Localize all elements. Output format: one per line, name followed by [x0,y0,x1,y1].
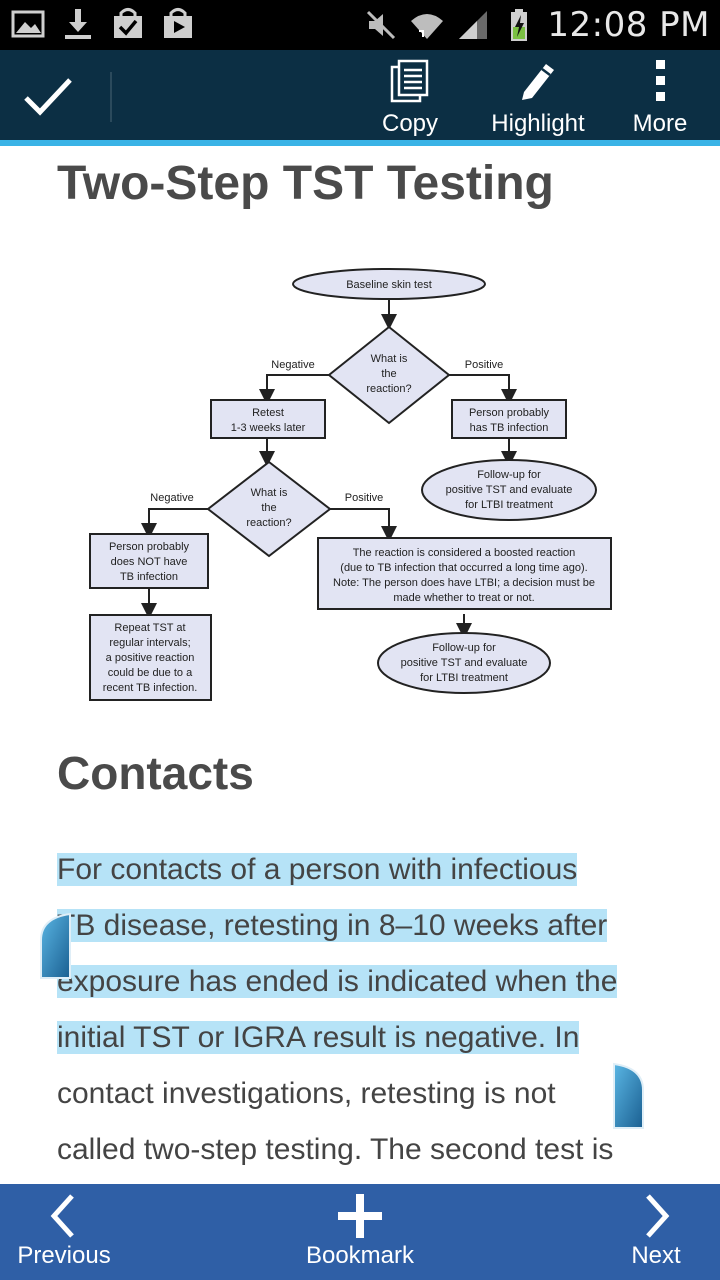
copy-label: Copy [381,110,439,137]
bookmark-button[interactable]: Bookmark [298,1184,422,1280]
plus-icon [338,1194,382,1238]
done-button[interactable] [22,74,86,124]
shopping-bag-check-icon [114,8,142,38]
q2-line2: the [261,502,276,514]
system-icons: 12:08 PM [363,0,710,50]
paragraph-line-1: For contacts of a person with infectious [57,853,578,886]
boosted-line4: made whether to treat or not. [393,592,534,604]
paragraph-line-2: TB disease, retesting in 8–10 weeks afte… [57,909,608,942]
followup1-line1: Follow-up for [477,469,541,481]
q1-negative-label: Negative [271,359,314,371]
chevron-left-icon [50,1194,74,1238]
q1-line2: the [381,368,396,380]
chevron-right-icon [646,1194,670,1238]
followup1-line3: for LTBI treatment [465,499,553,511]
copy-icon [390,59,429,103]
check-icon [24,78,72,116]
reader-content[interactable]: Two-Step TST Testing [0,146,720,1184]
overflow-menu-icon [656,60,665,101]
selection-start-handle[interactable] [38,912,72,980]
next-button[interactable]: Next [620,1184,692,1280]
not-tb-line2: does NOT have [111,556,188,568]
q2-negative-label: Negative [150,492,193,504]
gallery-icon [11,10,45,38]
bookmark-label: Bookmark [305,1242,415,1269]
play-store-icon [164,8,192,38]
download-icon [65,9,91,39]
highlight-button[interactable]: Highlight [482,58,594,140]
action-bar-divider [110,72,112,122]
followup1-line2: positive TST and evaluate [446,484,573,496]
selection-end-handle[interactable] [612,1062,646,1130]
signal-icon [459,11,488,39]
q1-line3: reaction? [366,383,411,395]
pencil-icon [522,64,554,100]
wifi-icon [411,14,444,39]
more-label: More [632,110,688,137]
baseline-text: Baseline skin test [346,279,432,291]
followup2-line1: Follow-up for [432,642,496,654]
q2-line1: What is [251,487,288,499]
probably-tb-line1: Person probably [469,407,550,419]
not-tb-line1: Person probably [109,541,190,553]
next-label: Next [631,1242,681,1269]
boosted-line2: (due to TB infection that occurred a lon… [340,562,587,574]
previous-button[interactable]: Previous [8,1184,120,1280]
clock: 12:08 PM [547,5,710,45]
previous-label: Previous [17,1242,111,1269]
probably-tb-line2: has TB infection [470,422,549,434]
q2-positive-label: Positive [345,492,384,504]
highlight-label: Highlight [491,110,585,137]
paragraph-line-6: called two-step testing. The second test… [57,1133,614,1166]
followup2-line2: positive TST and evaluate [401,657,528,669]
mute-icon [367,10,396,40]
paragraph-line-5: contact investigations, retesting is not [57,1077,556,1110]
not-tb-line3: TB infection [120,571,178,583]
selection-action-bar: Copy Highlight More [0,50,720,140]
repeat-line3: a positive reaction [106,652,195,664]
more-button[interactable]: More [628,58,692,140]
notification-icons [10,6,196,42]
repeat-line2: regular intervals; [109,637,190,649]
page-title: Two-Step TST Testing [57,157,554,210]
status-bar: 12:08 PM [0,0,720,50]
q1-positive-label: Positive [465,359,504,371]
repeat-line5: recent TB infection. [103,682,198,694]
followup2-line3: for LTBI treatment [420,672,508,684]
retest-line1: Retest [252,407,284,419]
boosted-line3: Note: The person does have LTBI; a decis… [333,577,595,589]
q2-line3: reaction? [246,517,291,529]
battery-charging-icon [511,9,528,41]
two-step-tst-flowchart: Baseline skin test What is the reaction?… [89,268,612,701]
q1-line1: What is [371,353,408,365]
repeat-line4: could be due to a [108,667,193,679]
repeat-line1: Repeat TST at [114,622,185,634]
boosted-line1: The reaction is considered a boosted rea… [353,547,576,559]
copy-button[interactable]: Copy [372,58,448,140]
section-heading: Contacts [57,747,254,799]
retest-line2: 1-3 weeks later [231,422,306,434]
action-bar-accent-line [0,140,720,146]
bottom-navigation-bar: Previous Bookmark Next [0,1184,720,1280]
paragraph-line-3: exposure has ended is indicated when the [57,965,618,998]
paragraph-line-4: initial TST or IGRA result is negative. … [57,1021,580,1054]
